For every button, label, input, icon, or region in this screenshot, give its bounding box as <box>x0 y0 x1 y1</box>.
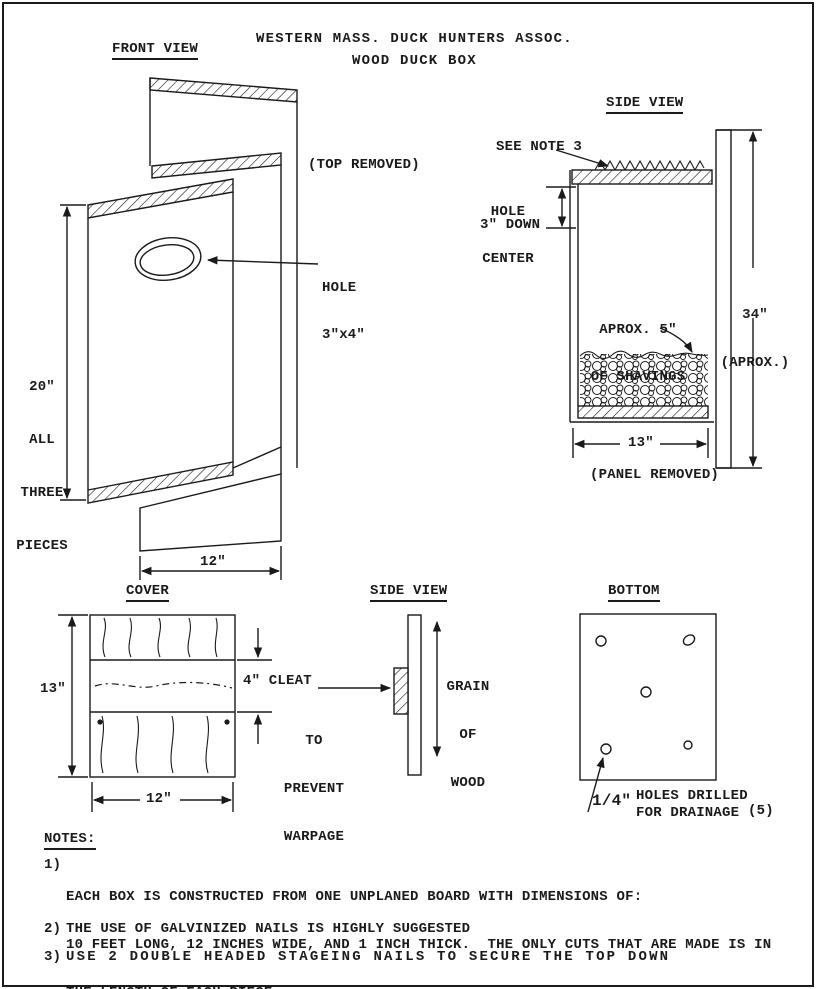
front-width-dimension-label: 12" <box>198 554 228 570</box>
cover-edge-board <box>407 614 422 776</box>
depth-dimension-label: 13" <box>626 435 656 451</box>
front-view-drawing <box>60 77 319 580</box>
see-note-label: SEE NOTE 3 <box>496 139 583 155</box>
panel-removed-note: (PANEL REMOVED) <box>590 467 720 483</box>
side-wall-top-edge <box>151 152 282 179</box>
title-line1: WESTERN MASS. DUCK HUNTERS ASSOC. <box>256 31 573 47</box>
note-1-line2: 10 FEET LONG, 12 INCHES WIDE, AND 1 INCH… <box>66 937 772 953</box>
top-removed-note: (TOP REMOVED) <box>308 157 420 173</box>
hole-center-line2: CENTER <box>482 251 534 267</box>
cleat-purpose-line3: WARPAGE <box>283 829 345 845</box>
side-view-upper-heading: SIDE VIEW <box>606 96 684 114</box>
cleat-purpose-label: TO PREVENT WARPAGE <box>266 702 362 876</box>
cover-board <box>89 614 236 778</box>
back-panel-top-edge <box>149 77 298 103</box>
hole-size-label: HOLE 3"x4" <box>322 250 365 374</box>
front-panel-bottom-edge <box>87 461 234 504</box>
note-3-text: USE 2 DOUBLE HEADED STAGEING NAILS TO SE… <box>66 949 671 965</box>
drainage-hole <box>683 740 693 750</box>
note-1-line1: EACH BOX IS CONSTRUCTED FROM ONE UNPLANE… <box>66 889 643 905</box>
cover-view-drawing <box>58 614 392 812</box>
side-view-upper-drawing <box>546 129 762 469</box>
drainage-hole-count: (5) <box>748 803 774 819</box>
entrance-hole-inner <box>139 243 195 277</box>
grain-of-wood-label: GRAIN OF WOOD <box>440 648 496 822</box>
cleat-purpose-line1: TO <box>305 733 323 749</box>
note-2-number: 2) <box>44 921 62 937</box>
note-1-number: 1) <box>44 857 62 873</box>
back-panel-bottom <box>139 473 282 552</box>
nail-scribble <box>594 159 705 172</box>
entrance-hole <box>134 237 202 281</box>
cleat-cross-section <box>393 667 409 715</box>
dim-20in: 20" <box>29 379 55 395</box>
bottom-heading: BOTTOM <box>608 584 660 602</box>
hole-center-line1: HOLE <box>490 204 526 220</box>
shavings-line2: OF SHAVINGS <box>590 369 686 385</box>
front-panel-top-edge <box>87 178 234 219</box>
shavings-pointer-arrow <box>659 327 693 353</box>
drainage-note-line1: HOLES DRILLED <box>636 788 748 804</box>
side-view-lower-drawing <box>393 614 442 776</box>
drainage-note-line2: FOR DRAINAGE <box>636 805 740 821</box>
board-height-dimension-label: 34" (APROX.) <box>712 276 798 402</box>
hole-center-label: HOLE CENTER <box>476 174 540 298</box>
drainage-hole <box>682 634 696 646</box>
cover-width-dimension-label: 12" <box>144 791 174 807</box>
dim-pieces: PIECES <box>16 538 68 554</box>
note-3-number: 3) <box>44 949 62 965</box>
hole-size-line1: HOLE <box>322 280 357 296</box>
drainage-hole <box>595 635 607 647</box>
see-note-arrow <box>555 149 610 168</box>
lid-cross-section <box>571 169 713 185</box>
drainage-hole <box>640 686 652 698</box>
shavings-line1: APROX. 5" <box>599 322 677 338</box>
dim-three: THREE <box>20 485 64 501</box>
note-1-line3: THE LENGTH OF EACH PIECE <box>66 984 771 989</box>
nail-dot-right <box>224 719 230 725</box>
grain-line1: GRAIN <box>446 679 490 695</box>
hole-size-line2: 3"x4" <box>322 327 366 343</box>
shavings-label: APROX. 5" OF SHAVINGS <box>582 292 694 416</box>
drainage-hole <box>600 743 612 755</box>
front-height-dimension-label: 20" ALL THREE PIECES <box>12 346 72 588</box>
hole-center-offset-label: 3" DOWN <box>480 217 541 233</box>
note-2-text: THE USE OF GALVINIZED NAILS IS HIGHLY SU… <box>66 921 471 937</box>
cover-height-dimension-label: 13" <box>40 681 66 697</box>
front-view-heading: FRONT VIEW <box>112 42 199 60</box>
side-view-lower-heading: SIDE VIEW <box>370 584 448 602</box>
grain-line3: WOOD <box>450 775 486 791</box>
nail-dot-left <box>97 719 103 725</box>
title-line2: WOOD DUCK BOX <box>352 53 477 69</box>
dim-all: ALL <box>29 432 55 448</box>
cover-heading: COVER <box>126 584 170 602</box>
shavings-texture <box>580 354 708 406</box>
dim-aprox: (APROX.) <box>720 355 790 371</box>
grain-line2: OF <box>459 727 477 743</box>
bottom-view-drawing <box>579 613 717 813</box>
hole-size-fraction: 1/4" <box>592 792 632 810</box>
hole-pointer-arrow <box>206 256 319 265</box>
drainage-note-arrow <box>587 756 605 813</box>
cleat-purpose-line2: PREVENT <box>283 781 345 797</box>
cleat-label: 4" CLEAT <box>243 673 312 689</box>
note-1-text: EACH BOX IS CONSTRUCTED FROM ONE UNPLANE… <box>66 858 771 989</box>
dim-34in: 34" <box>742 307 768 323</box>
notes-heading: NOTES: <box>44 832 96 850</box>
